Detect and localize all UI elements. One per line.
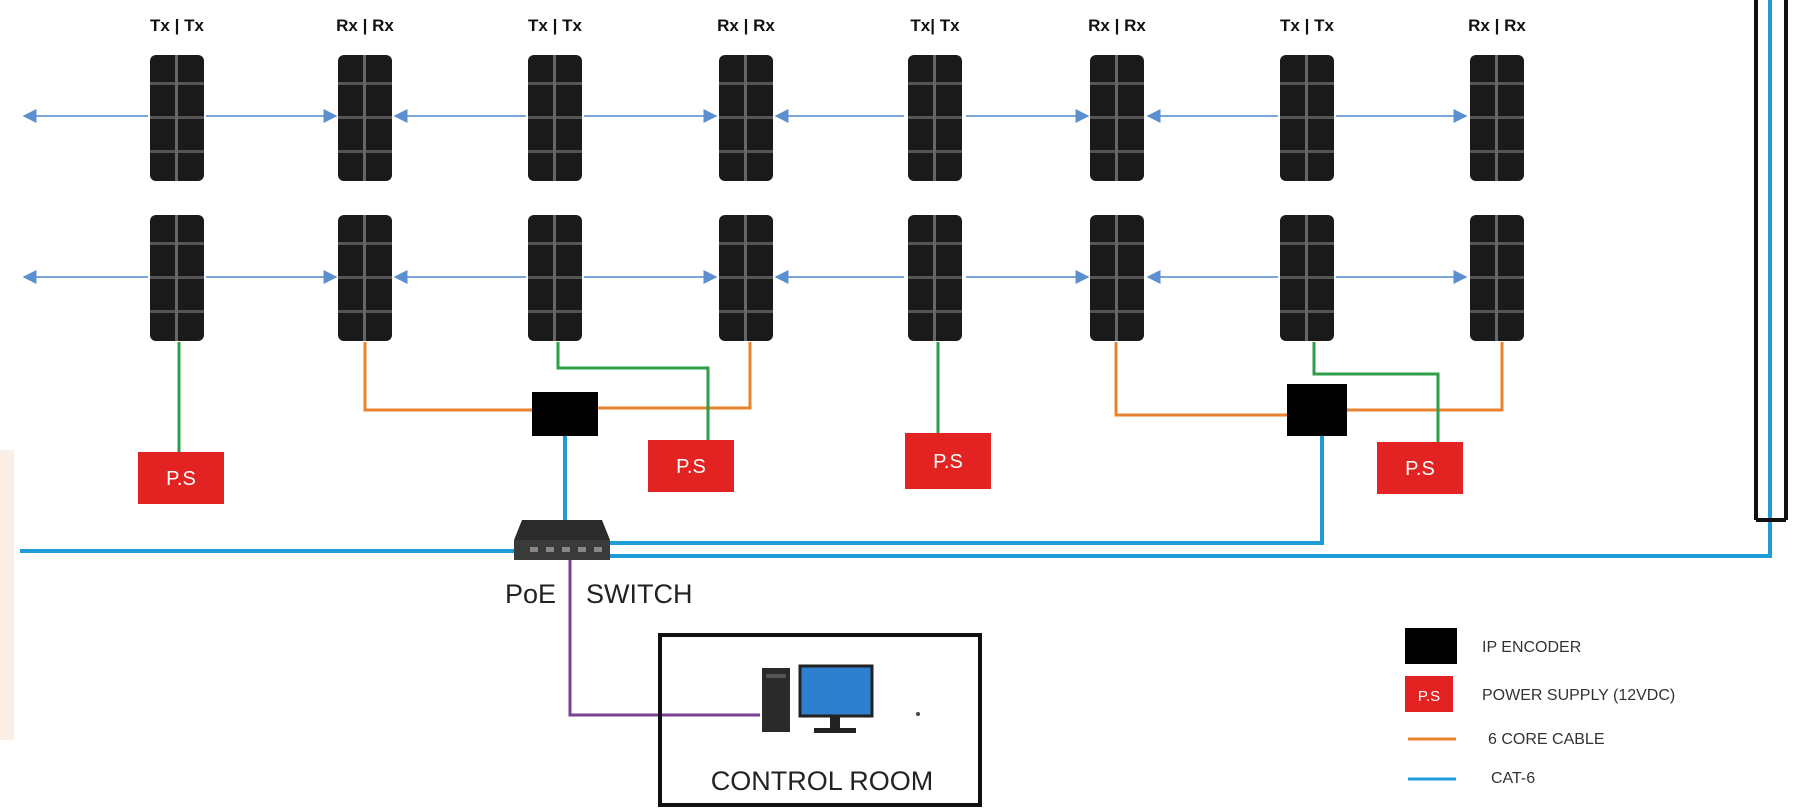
column-label: Tx | Tx xyxy=(1280,16,1334,35)
power-supply: P.S xyxy=(905,433,991,489)
power-supply: P.S xyxy=(138,452,224,504)
camera-icon xyxy=(1090,215,1144,341)
camera-icon xyxy=(150,55,204,181)
ip-encoder xyxy=(1287,384,1347,436)
power-supply-label: P.S xyxy=(933,451,963,473)
switch-label-right: SWITCH xyxy=(586,579,692,609)
camera-icon xyxy=(1280,215,1334,341)
switch-label-left: PoE xyxy=(505,579,556,609)
camera-icon xyxy=(528,55,582,181)
monitor-icon xyxy=(798,664,874,733)
column-label: Tx | Tx xyxy=(528,16,582,35)
pc-tower-icon xyxy=(762,668,790,732)
camera-icon xyxy=(719,215,773,341)
column-label: Rx | Rx xyxy=(1088,16,1146,35)
left-edge-decoration xyxy=(0,450,14,740)
camera-row-2 xyxy=(150,215,1524,341)
control-room-label: CONTROL ROOM xyxy=(711,766,934,796)
ip-encoder xyxy=(532,392,598,436)
camera-icon xyxy=(528,215,582,341)
column-label: Rx | Rx xyxy=(1468,16,1526,35)
camera-icon xyxy=(150,215,204,341)
poe-switch: PoE SWITCH xyxy=(505,520,692,609)
column-label: Tx| Tx xyxy=(910,16,960,35)
legend-label-power-supply: POWER SUPPLY (12VDC) xyxy=(1482,687,1675,704)
camera-icon xyxy=(908,215,962,341)
camera-icon xyxy=(1470,215,1524,341)
camera-icon xyxy=(908,55,962,181)
camera-icon xyxy=(1470,55,1524,181)
legend-swatch-ip-encoder xyxy=(1405,628,1457,664)
legend-swatch-text: P.S xyxy=(1418,688,1440,705)
column-labels: Tx | Tx Rx | Rx Tx | Tx Rx | Rx Tx| Tx R… xyxy=(150,16,1526,35)
six-core-cables xyxy=(363,342,1504,417)
right-frame xyxy=(1754,0,1788,522)
legend-label-six-core: 6 CORE CABLE xyxy=(1488,731,1604,748)
legend-swatch-power-supply: P.S xyxy=(1405,676,1453,712)
legend-label-ip-encoder: IP ENCODER xyxy=(1482,639,1581,656)
control-room-box xyxy=(658,633,982,807)
column-label: Rx | Rx xyxy=(717,16,775,35)
camera-row-1 xyxy=(150,55,1524,181)
power-supplies: P.S P.S P.S P.S xyxy=(138,433,1463,504)
camera-icon xyxy=(338,215,392,341)
power-lines xyxy=(177,342,1440,452)
control-room: CONTROL ROOM xyxy=(658,633,982,807)
pc-cable xyxy=(568,556,760,717)
camera-icon xyxy=(1280,55,1334,181)
ip-encoders xyxy=(532,384,1347,436)
power-supply-label: P.S xyxy=(676,456,706,478)
legend: IP ENCODER P.S POWER SUPPLY (12VDC) 6 CO… xyxy=(1405,628,1675,787)
cat6-cables xyxy=(20,0,1772,558)
power-supply: P.S xyxy=(648,440,734,492)
power-supply-label: P.S xyxy=(166,468,196,490)
power-supply: P.S xyxy=(1377,442,1463,494)
column-label: Rx | Rx xyxy=(336,16,394,35)
camera-icon xyxy=(1090,55,1144,181)
column-label: Tx | Tx xyxy=(150,16,204,35)
legend-label-cat6: CAT-6 xyxy=(1491,770,1535,787)
camera-icon xyxy=(719,55,773,181)
camera-icon xyxy=(338,55,392,181)
power-supply-label: P.S xyxy=(1405,458,1435,480)
